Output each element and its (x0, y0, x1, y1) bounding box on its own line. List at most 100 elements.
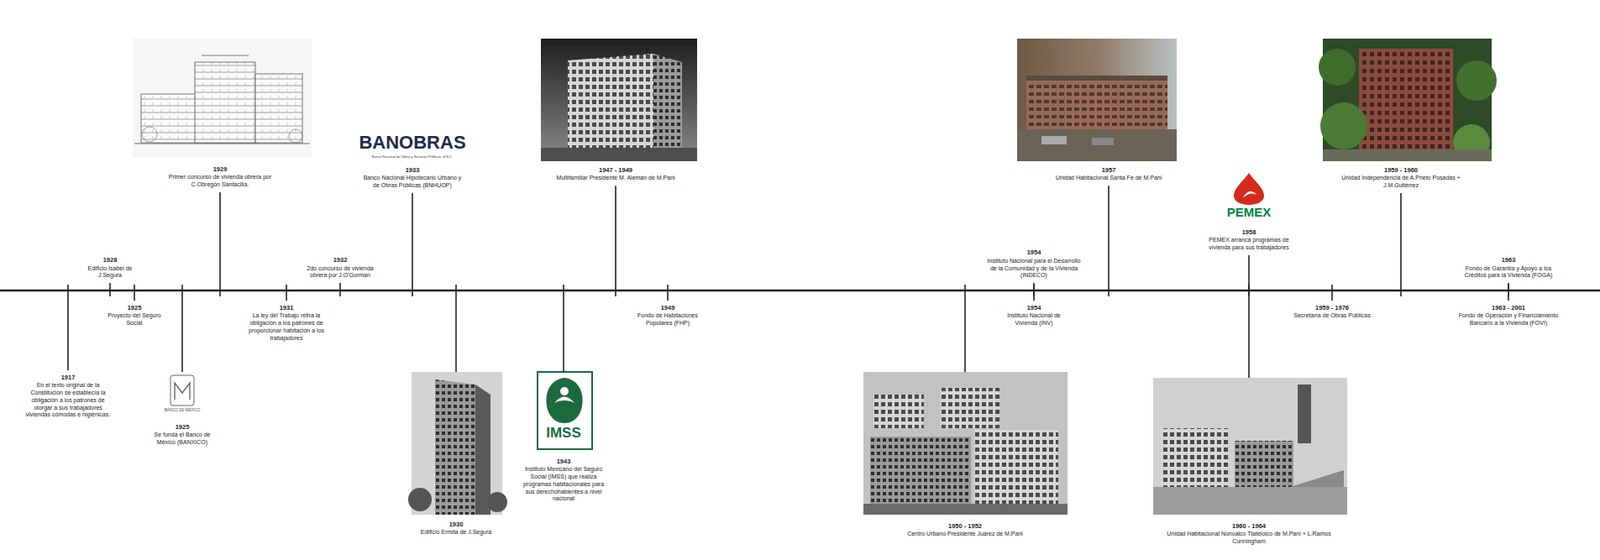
logo-text: BANOBRAS (340, 132, 484, 153)
building-photo-part (1320, 102, 1368, 150)
leader-line (562, 284, 565, 373)
event-text: Se funda el Banco de México (BANXICO) (144, 431, 221, 447)
building-photo-part (540, 38, 698, 162)
event-text: La ley del Trabajo retira la obligación … (242, 312, 331, 342)
building-photo-part (1160, 428, 1228, 488)
building-photo-part (974, 430, 1059, 504)
building-photo-part (653, 53, 682, 150)
leader-line (455, 284, 457, 373)
leader-line (614, 185, 617, 297)
leader-line (285, 284, 288, 301)
logo-subtitle: Banco Nacional de Obras y Servicios Públ… (340, 155, 484, 159)
event-text: Centro Urbano Presidente Juárez de M.Pan… (881, 530, 1050, 539)
building-photo (1153, 377, 1348, 515)
event-text: Secretaría de Obras Públicas (1290, 312, 1375, 320)
year-label: 1932 (306, 256, 374, 264)
building-photo-part (435, 379, 476, 515)
building-photo-part (1017, 38, 1177, 162)
year-label: 1925 (100, 304, 168, 312)
event-text: Unidad Habitacional Santa Fe de M.Pani (1045, 174, 1172, 183)
year-label: 1954 (983, 248, 1085, 257)
logo-text: PEMEX (1206, 205, 1291, 221)
event-text: Edificio Ermita de J.Segura (418, 529, 494, 537)
logo-text: BANCO DE MÉXICO (152, 409, 212, 414)
building-photo-part (1153, 377, 1348, 515)
year-label: 1963 (1462, 256, 1555, 264)
event-text: Instituto Nacional para el Desarrollo de… (983, 257, 1085, 280)
building-photo-part (870, 436, 971, 504)
building-photo-part (863, 503, 1068, 515)
leader-line (181, 284, 184, 373)
building-sketch (132, 38, 312, 158)
building-photo-part (1234, 440, 1294, 488)
year-label: 1959 - 1976 (1290, 304, 1375, 312)
imss-logo-part (554, 397, 575, 404)
banxico-logo-part (174, 382, 190, 400)
building-sketch-part (141, 126, 158, 142)
event-text: Edificio Isabel de J.Segura (76, 265, 144, 281)
building-photo-part (1456, 60, 1497, 101)
building-photo-part (540, 147, 698, 162)
building-photo-part (567, 53, 654, 150)
leader-line (133, 284, 136, 301)
event-text: En el texto original de la Constitución … (21, 382, 115, 420)
building-photo-part (1322, 149, 1492, 162)
pemex-logo-part (1243, 191, 1257, 199)
leader-line (1331, 284, 1333, 301)
event-text: Unidad Independencia de A.Prieto Posadas… (1325, 174, 1477, 190)
building-photo-part (487, 492, 508, 513)
leader-line (67, 284, 69, 371)
imss-logo-part (537, 372, 593, 450)
year-label: 1943 (521, 457, 606, 466)
event-text: PEMEX arranca programas de vivienda para… (1206, 236, 1291, 252)
building-photo (1318, 38, 1497, 162)
leader-line (219, 192, 221, 297)
leader-line (1400, 193, 1402, 297)
year-label: 1931 (242, 304, 331, 312)
year-label: 1925 (144, 423, 221, 431)
year-label: 1954 (996, 304, 1072, 312)
pemex-logo-part (1233, 173, 1265, 205)
leader-line (109, 283, 111, 297)
event-text: Proyecto del Seguro Social (100, 312, 168, 328)
building-photo-part (475, 384, 491, 515)
building-photo-part (940, 388, 1000, 429)
year-label: 1959 - 1960 (1325, 166, 1477, 174)
leader-line (1507, 284, 1510, 301)
building-photo-part (1041, 136, 1067, 145)
building-photo-part (1026, 75, 1168, 81)
imss-logo-part (560, 387, 569, 396)
event-text: Banco Nacional Hipotecario Urbano y de O… (361, 174, 463, 190)
building-sketch-part (201, 55, 249, 57)
year-label: 1947 - 1949 (548, 166, 683, 174)
leader-line (1033, 284, 1035, 301)
event-text: Fondo de Habitaciones Populares (FHP) (634, 312, 702, 328)
building-sketch-part (288, 129, 303, 143)
year-label: 1963 - 2001 (1458, 304, 1559, 312)
year-label: 1930 (418, 520, 494, 529)
event-text: Primer concurso de vivienda obrera por C… (157, 173, 284, 189)
building-sketch-part (132, 38, 312, 158)
building-photo (540, 38, 698, 162)
event-text: Fondo de Operación y Financiamiento Banc… (1458, 312, 1559, 328)
banxico-logo-part (170, 375, 195, 406)
leader-line (1107, 185, 1110, 297)
event-text: Multifamiliar Presidente M. Alemán de M.… (548, 174, 683, 183)
year-label: 1957 (1045, 166, 1172, 174)
year-label: 1933 (361, 166, 463, 174)
leader-line (666, 284, 669, 301)
logo-text: IMSS (538, 425, 589, 442)
event-text: Fondo de Garantía y Apoyo a los Créditos… (1462, 265, 1555, 281)
building-photo-part (1318, 48, 1356, 86)
banxico-logo (170, 375, 195, 406)
building-photo-part (1026, 80, 1168, 130)
pemex-logo (1233, 173, 1265, 205)
timeline-axis (0, 289, 1600, 293)
event-text: Instituto Mexicano del Seguro Social (IM… (521, 466, 606, 504)
year-label: 1928 (76, 256, 144, 264)
building-photo-part (1358, 48, 1454, 162)
building-sketch-part (194, 62, 256, 143)
leader-line (339, 283, 341, 297)
building-photo-part (1017, 129, 1177, 162)
